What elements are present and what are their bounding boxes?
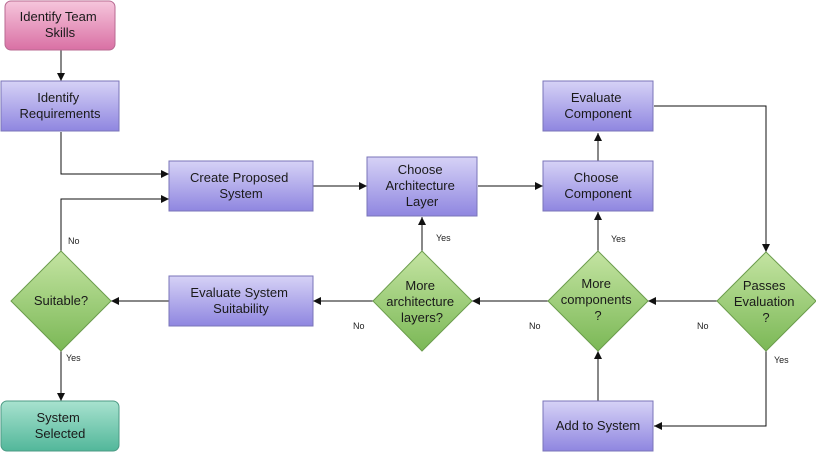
process-create-proposed-system: Create Proposed System — [168, 160, 314, 212]
node-line: Suitability — [213, 301, 269, 316]
label-more-components-yes: Yes — [611, 234, 626, 244]
svg-text:System Selected: System Selected — [35, 410, 86, 441]
node-line: Selected — [35, 426, 86, 441]
svg-text:Evaluate System Suitab: Evaluate System Suitability — [190, 285, 291, 316]
process-choose-component: Choose Component — [542, 160, 654, 212]
label-passes-no: No — [697, 321, 709, 331]
process-identify-requirements: Identify Requirements — [0, 80, 120, 132]
svg-text:Create Proposed System: Create Proposed System — [190, 170, 292, 201]
node-line: Evaluation — [734, 294, 795, 309]
decision-suitable: Suitable? — [10, 250, 112, 352]
svg-text:Identify Team Skills: Identify Team Skills — [20, 9, 101, 40]
node-line: architecture — [386, 294, 454, 309]
node-line: Architecture — [386, 178, 455, 193]
start-identify-team-skills: Identify Team Skills — [4, 0, 116, 51]
node-line: System — [219, 186, 262, 201]
svg-text:Suitable?: Suitable? — [34, 293, 88, 308]
svg-text:Choose Component: Choose Component — [564, 170, 632, 201]
label-more-layers-no: No — [353, 321, 365, 331]
node-line: Skills — [45, 25, 76, 40]
node-line: Choose — [398, 162, 443, 177]
label-passes-yes: Yes — [774, 355, 789, 365]
edge-evaluate-component-to-passes — [654, 105, 770, 252]
svg-text:Choose Architecture: Choose Architecture Layer — [386, 162, 459, 209]
node-line: Identify — [37, 90, 79, 105]
node-line: ? — [594, 308, 601, 323]
edges — [57, 50, 770, 430]
process-choose-architecture-layer: Choose Architecture Layer — [366, 156, 478, 217]
label-suitable-no: No — [68, 236, 80, 246]
node-line: More — [405, 278, 435, 293]
node-line: Choose — [574, 170, 619, 185]
process-evaluate-system-suitability: Evaluate System Suitability — [168, 275, 314, 327]
svg-text:More architecture: More architecture layers? — [386, 278, 458, 325]
node-line: Evaluate System — [190, 285, 288, 300]
node-line: Requirements — [20, 106, 101, 121]
process-add-to-system: Add to System — [542, 400, 654, 452]
edge-requirements-to-create-system — [60, 132, 169, 178]
node-line: Identify Team — [20, 9, 97, 24]
svg-text:Identify Requirements: Identify Requirements — [20, 90, 101, 121]
node-line: Layer — [406, 194, 439, 209]
node-line: Component — [564, 106, 632, 121]
node-line: ? — [762, 310, 769, 325]
node-line: Suitable? — [34, 293, 88, 308]
node-line: Add to System — [556, 418, 641, 433]
label-more-components-no: No — [529, 321, 541, 331]
decision-more-architecture-layers: More architecture layers? — [372, 250, 473, 352]
edge-labels: No Yes Yes No Yes No No Yes — [66, 233, 789, 365]
svg-text:Evaluate Component: Evaluate Component — [564, 90, 632, 121]
node-line: components — [561, 292, 632, 307]
node-line: Component — [564, 186, 632, 201]
decision-passes-evaluation: Passes Evaluation ? — [716, 251, 816, 352]
svg-text:Passes Evaluation: Passes Evaluation ? — [734, 278, 798, 325]
edge-suitable-no-to-create-system — [60, 195, 169, 251]
svg-text:More components: More components ? — [561, 276, 635, 323]
process-evaluate-component: Evaluate Component — [542, 80, 654, 132]
label-suitable-yes: Yes — [66, 353, 81, 363]
label-more-layers-yes: Yes — [436, 233, 451, 243]
end-system-selected: System Selected — [0, 400, 120, 452]
svg-text:Add to System: Add to System — [556, 418, 641, 433]
node-line: More — [581, 276, 611, 291]
node-line: Passes — [743, 278, 786, 293]
edge-passes-yes-to-add-to-system — [654, 351, 767, 430]
node-line: System — [37, 410, 80, 425]
node-line: layers? — [401, 310, 443, 325]
node-line: Evaluate — [571, 90, 622, 105]
decision-more-components: More components ? — [547, 250, 649, 352]
node-line: Create Proposed — [190, 170, 288, 185]
